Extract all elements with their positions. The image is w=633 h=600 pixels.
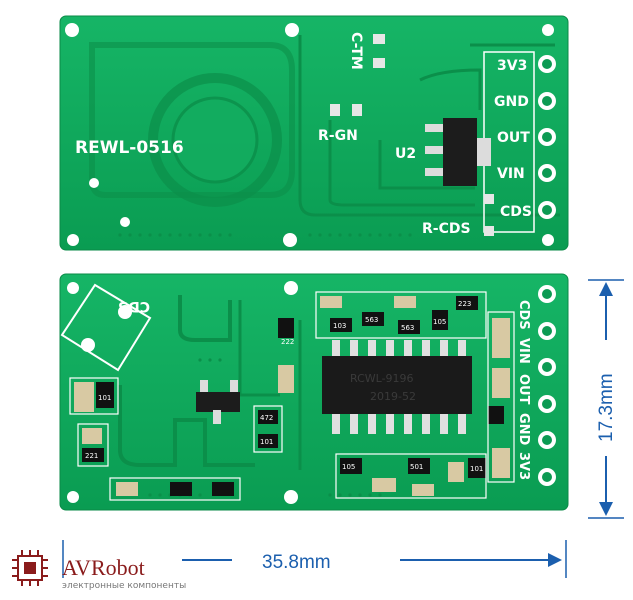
model-label: REWL-0516 xyxy=(75,138,184,158)
cds-label: CDS xyxy=(118,298,150,314)
component-code: 563 xyxy=(401,324,414,332)
mount-hole xyxy=(65,23,79,37)
cds-outline xyxy=(60,283,152,372)
mount-hole xyxy=(67,282,79,294)
chip-marking: RCWL-9196 xyxy=(350,372,414,385)
component-code: 223 xyxy=(458,300,471,308)
brand-tagline: электронные компоненты xyxy=(62,581,186,591)
component-code: 105 xyxy=(342,463,355,471)
component-code: 101 xyxy=(470,465,483,473)
pin-label: CDS xyxy=(516,300,531,330)
mount-hole xyxy=(542,24,554,36)
width-dimension: 35.8mm xyxy=(62,540,567,578)
mount-hole xyxy=(284,490,298,504)
mount-hole xyxy=(67,491,79,503)
mount-hole xyxy=(120,217,130,227)
mount-hole xyxy=(284,281,298,295)
pin-label: OUT xyxy=(497,130,530,146)
cds-resistor-label: R-CDS xyxy=(422,221,471,237)
pin-label: 3V3 xyxy=(516,452,531,480)
chip-logo-icon xyxy=(12,550,48,586)
pin-label: OUT xyxy=(516,374,531,405)
pin-header xyxy=(538,285,556,486)
pin-label: GND xyxy=(516,413,531,446)
chip-marking: 2019-52 xyxy=(370,390,416,403)
pin-label: VIN xyxy=(497,166,525,182)
height-dimension: 17.3mm xyxy=(588,279,624,519)
width-label: 35.8mm xyxy=(262,552,331,573)
component-code: 221 xyxy=(85,452,98,460)
component-code: 501 xyxy=(410,463,423,471)
cap-label: C-TM xyxy=(348,32,364,70)
chip-label: U2 xyxy=(395,146,416,162)
component-code: 103 xyxy=(333,322,346,330)
component-code: 222 xyxy=(281,338,294,346)
passive-components xyxy=(74,296,510,496)
mount-hole xyxy=(542,234,554,246)
resistor-label: R-GN xyxy=(318,128,358,144)
component-code: 101 xyxy=(260,438,273,446)
voltage-regulator xyxy=(425,118,491,186)
transistor xyxy=(196,380,240,424)
height-label: 17.3mm xyxy=(596,373,617,442)
mount-hole xyxy=(67,234,79,246)
top-board: REWL-0516 C-TM R-GN U2 R-CDS 3V3 GND OUT… xyxy=(59,15,569,251)
brand-watermark: AVRobot электронные компоненты xyxy=(12,550,186,591)
pin-label: VIN xyxy=(516,338,531,364)
brand-name: AVRobot xyxy=(62,555,145,580)
component-code: 105 xyxy=(433,318,446,326)
component-code: 101 xyxy=(98,394,111,402)
component-code: 472 xyxy=(260,414,273,422)
antenna-ring xyxy=(148,73,282,207)
pin-label: 3V3 xyxy=(497,58,527,74)
mount-hole xyxy=(89,178,99,188)
pin-label: GND xyxy=(494,94,529,110)
pin-label: CDS xyxy=(500,204,532,220)
bottom-board: RCWL-9196 2019-52 xyxy=(59,273,569,511)
mount-hole xyxy=(283,233,297,247)
component-code: 563 xyxy=(365,316,378,324)
main-ic: RCWL-9196 2019-52 xyxy=(322,340,472,434)
mount-hole xyxy=(285,23,299,37)
